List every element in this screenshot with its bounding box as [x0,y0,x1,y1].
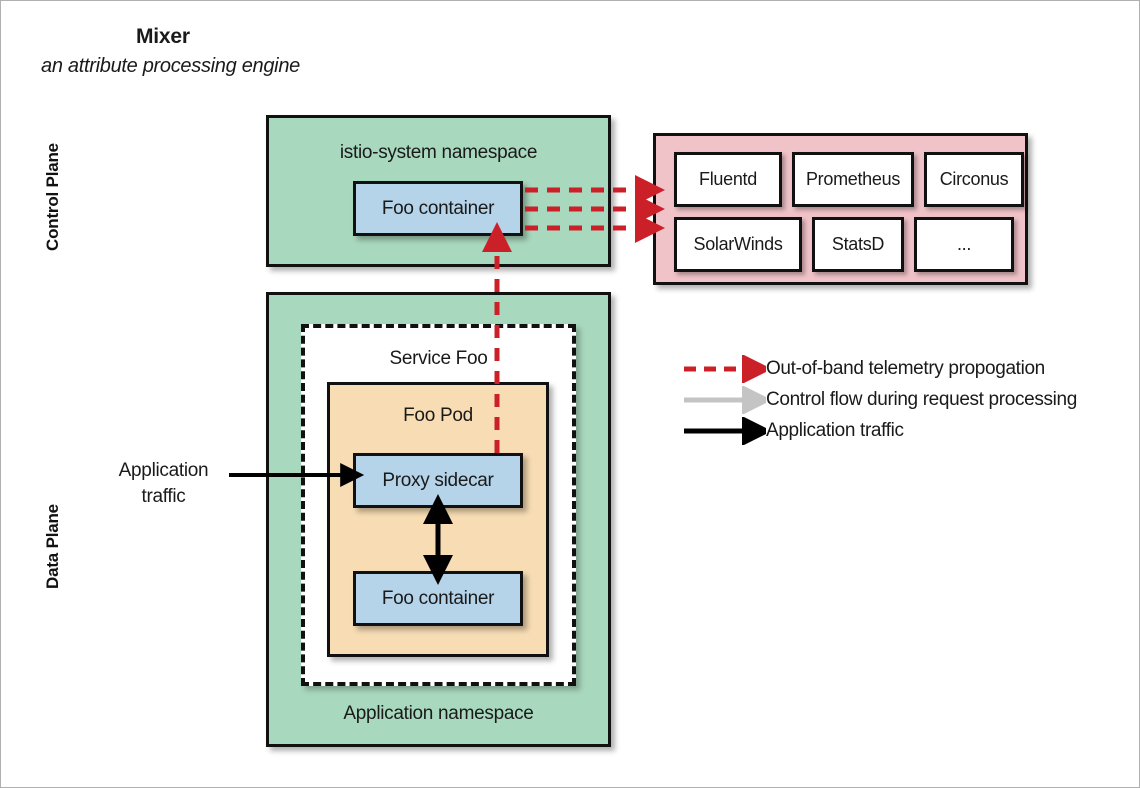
legend-label-telemetry: Out-of-band telemetry propogation [766,357,1045,379]
application-namespace-label: Application namespace [343,703,534,724]
data-plane-foo-container-label: Foo container [381,587,495,609]
istio-system-namespace-label: istio-system namespace [339,142,538,163]
diagram-title: Mixer [136,25,190,48]
legend: Out-of-band telemetry propogation Contro… [682,353,1102,446]
backend-cell-statsd: StatsD [812,217,904,272]
backend-cell-prometheus: Prometheus [792,152,914,207]
backend-cell-circonus: Circonus [924,152,1024,207]
legend-black-arrow-icon [682,415,772,446]
control-plane-foo-container-box: Foo container [353,181,523,236]
application-traffic-annotation-line2: traffic [141,486,186,507]
telemetry-backends-panel: Fluentd Prometheus Circonus SolarWinds S… [653,133,1028,285]
data-plane-label: Data Plane [43,504,62,589]
application-traffic-annotation: Application traffic [101,458,226,510]
backend-cell-fluentd: Fluentd [674,152,782,207]
legend-item-control-flow: Control flow during request processing [682,384,1102,415]
legend-label-control-flow: Control flow during request processing [766,388,1077,410]
diagram-subtitle: an attribute processing engine [41,55,300,77]
legend-label-application-traffic: Application traffic [766,419,904,441]
control-plane-foo-container-label: Foo container [381,197,495,219]
backend-cell-ellipsis: ... [914,217,1014,272]
legend-item-telemetry: Out-of-band telemetry propogation [682,353,1102,384]
legend-item-application-traffic: Application traffic [682,415,1102,446]
service-foo-label: Service Foo [389,348,488,369]
application-traffic-annotation-line1: Application [118,460,209,481]
legend-gray-arrow-icon [682,384,772,415]
proxy-sidecar-box: Proxy sidecar [353,453,523,508]
proxy-sidecar-label: Proxy sidecar [382,469,494,491]
backend-cell-solarwinds: SolarWinds [674,217,802,272]
data-plane-foo-container-box: Foo container [353,571,523,626]
foo-pod-label: Foo Pod [403,405,473,426]
control-plane-label: Control Plane [43,143,62,251]
legend-dashed-red-arrow-icon [682,353,772,384]
